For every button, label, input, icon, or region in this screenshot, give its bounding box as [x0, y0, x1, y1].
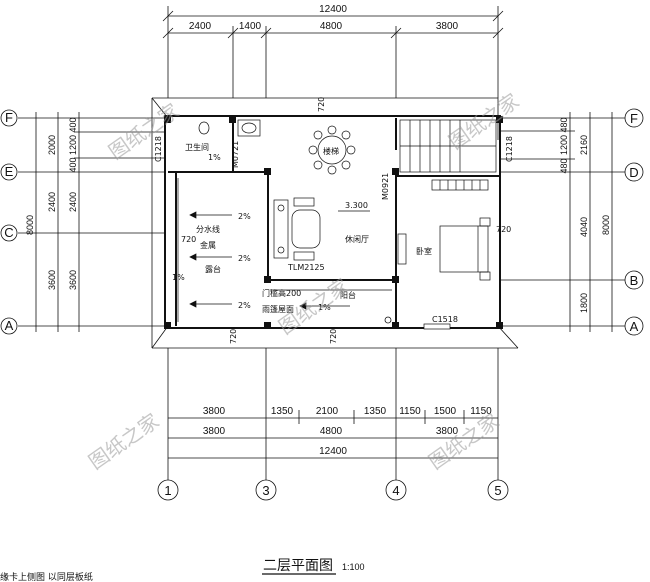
window-c1518-mark	[423, 323, 451, 330]
drawing-title: 二层平面图	[263, 558, 333, 574]
sofa-set	[273, 197, 321, 261]
left-axis-bubbles	[0, 109, 18, 335]
room-terrace: 露台	[205, 264, 221, 274]
door-m0921: M0921	[381, 173, 390, 200]
top-dim-4: 3800	[436, 21, 459, 32]
right-inner-dim-1: 480	[559, 117, 569, 132]
walls	[164, 115, 501, 329]
bottom-720-b: 720	[329, 329, 338, 344]
terrace-720: 720	[181, 235, 196, 244]
left-inner-dim-1: 400	[68, 117, 78, 132]
slope-1: 2%	[238, 212, 251, 221]
balcony-slope: 1%	[318, 303, 331, 312]
left-inner-dim-4: 2400	[68, 192, 78, 212]
bottom-row1-dim-2: 1350	[271, 406, 294, 417]
bottom-row1-dim-3: 2100	[316, 406, 339, 417]
window-c1218-left: C1218	[154, 136, 163, 162]
elevation-3300: 3.300	[345, 201, 368, 210]
axis-left-f: F	[5, 110, 13, 125]
axis-left-e: E	[5, 164, 14, 179]
axis-right-b: B	[630, 273, 639, 288]
bottom-row1-dim-7: 1150	[470, 406, 492, 417]
bottom-row1-dim-6: 1500	[434, 406, 457, 417]
bottom-row1-dim-4: 1350	[364, 406, 387, 417]
dining-table	[308, 125, 356, 175]
left-inner-dim-5: 3600	[68, 270, 78, 290]
room-stair: 楼梯	[323, 146, 339, 156]
top-dimensions	[162, 6, 504, 98]
axis-col-1: 1	[164, 483, 171, 498]
room-bathroom: 卫生间	[185, 142, 209, 152]
balcony-rail	[270, 289, 392, 324]
top-dim-2: 1400	[239, 21, 262, 32]
columns	[164, 116, 503, 329]
left-outer-dim-2: 2400	[47, 192, 57, 212]
bottom-total-dim: 12400	[319, 446, 347, 457]
roof-outline	[151, 97, 519, 349]
axis-col-3: 3	[262, 483, 269, 498]
left-inner-dim-2: 1200	[68, 135, 78, 155]
left-outer-dim-3: 3600	[47, 270, 57, 290]
door-tlm2125: TLM2125	[287, 263, 325, 272]
terrace-slope-1pct: 1%	[172, 273, 185, 282]
footer-note: 缘卡上侧图 以同层板纸	[0, 571, 93, 582]
door-m0721: M0721	[231, 141, 240, 168]
bathroom-fixtures	[198, 119, 261, 137]
axis-right-d: D	[629, 165, 638, 180]
handrail: 金属	[200, 240, 216, 250]
axis-right-f: F	[630, 111, 638, 126]
room-lounge: 休闲厅	[345, 234, 369, 244]
right-outer-dim-1: 2160	[579, 135, 589, 155]
axis-right-a: A	[630, 319, 639, 334]
gutter-line: 分水线	[196, 224, 220, 234]
left-inner-dim-3: 400	[68, 157, 78, 172]
axis-left-c: C	[4, 225, 13, 240]
right-inner-dim-3: 480	[559, 158, 569, 173]
right-outer-dim-2: 4040	[579, 217, 589, 237]
window-c1518: C1518	[432, 315, 458, 324]
room-balcony: 阳台	[340, 290, 356, 300]
right-outer-dim-3: 1800	[579, 293, 589, 313]
bedroom-720: 720	[496, 225, 511, 234]
left-dimensions	[18, 112, 165, 332]
bottom-row1-dim-1: 3800	[203, 406, 226, 417]
top-720-dim: 720	[317, 97, 326, 112]
top-total-dim: 12400	[319, 4, 347, 15]
bottom-row1-dim-5: 1150	[399, 406, 421, 417]
right-dimensions	[500, 112, 625, 332]
threshold-note: 门槛高200	[262, 288, 301, 298]
watermark-4: 图纸之家	[84, 409, 163, 475]
bottom-720-a: 720	[229, 329, 238, 344]
window-c1218-right: C1218	[505, 136, 514, 162]
room-bedroom: 卧室	[416, 246, 432, 256]
axis-col-5: 5	[494, 483, 501, 498]
left-total-dim: 8000	[25, 215, 35, 235]
bottom-dimensions	[167, 348, 499, 480]
top-dim-1: 2400	[189, 21, 212, 32]
bottom-row2-dim-1: 3800	[203, 426, 226, 437]
right-inner-dim-2: 1200	[559, 135, 569, 155]
slope-3: 2%	[238, 301, 251, 310]
column-axis-bubbles	[157, 479, 509, 501]
bedroom-furniture	[397, 179, 491, 281]
axis-left-a: A	[5, 318, 14, 333]
canopy-note: 雨篷屋面	[262, 304, 294, 314]
slope-2: 2%	[238, 254, 251, 263]
terrace-arrows	[177, 178, 350, 322]
drawing-scale: 1:100	[342, 562, 365, 572]
axis-col-4: 4	[392, 483, 399, 498]
watermark-1: 图纸之家	[104, 99, 183, 165]
top-dim-3: 4800	[320, 21, 343, 32]
right-axis-bubbles	[624, 108, 644, 336]
right-total-dim: 8000	[601, 215, 611, 235]
bath-slope: 1%	[208, 153, 221, 162]
bottom-row2-dim-2: 4800	[320, 426, 343, 437]
bottom-row2-dim-3: 3800	[436, 426, 459, 437]
left-outer-dim-1: 2000	[47, 135, 57, 155]
stair	[399, 119, 497, 173]
